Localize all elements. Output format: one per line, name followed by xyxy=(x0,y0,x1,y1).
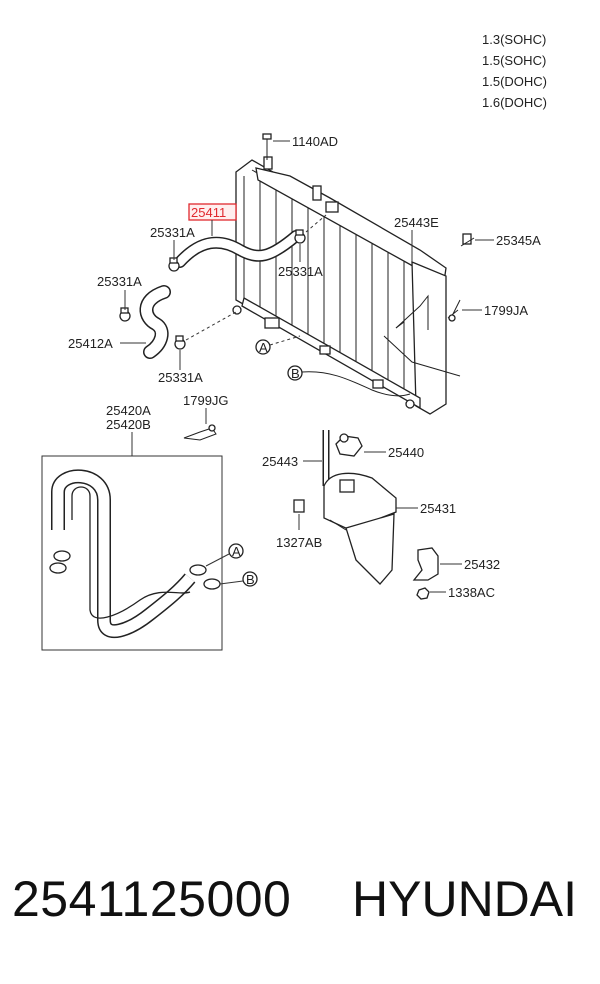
reservoir-tank-25431 xyxy=(323,472,397,585)
bracket-1799JA xyxy=(447,299,461,322)
label-25411: 25411 xyxy=(191,205,226,220)
marker-b-radiator xyxy=(287,365,303,381)
marker-a-hose xyxy=(228,543,244,559)
label-1799JG: 1799JG xyxy=(183,393,229,408)
label-25345A: 25345A xyxy=(496,233,541,248)
label-1338AC: 1338AC xyxy=(448,585,495,600)
heater-hose-25420 xyxy=(51,469,196,638)
label-25420B: 25420B xyxy=(106,417,151,432)
bolt-1140AD xyxy=(262,133,272,160)
label-25420A: 25420A xyxy=(106,403,151,418)
label-25443: 25443 xyxy=(262,454,298,469)
radiator-assembly xyxy=(232,156,447,415)
caption-bar: 2541125000 HYUNDAI xyxy=(0,870,600,950)
label-25432: 25432 xyxy=(464,557,500,572)
label-25331A-mid: 25331A xyxy=(278,264,323,279)
marker-b-hose xyxy=(242,571,258,587)
label-25331A-top: 25331A xyxy=(150,225,195,240)
cap-25440 xyxy=(335,433,363,457)
label-1140AD: 1140AD xyxy=(292,134,338,149)
label-25431: 25431 xyxy=(420,501,456,516)
engine-variant-4: 1.6(DOHC) xyxy=(482,95,547,110)
label-25331A-left: 25331A xyxy=(97,274,142,289)
nut-1327AB xyxy=(293,499,305,513)
label-25412A: 25412A xyxy=(68,336,113,351)
marker-b-radiator-label: B xyxy=(291,366,300,381)
clamp-25331A-low xyxy=(174,335,186,350)
engine-variant-1: 1.3(SOHC) xyxy=(482,32,546,47)
clip-25345A xyxy=(460,233,475,247)
lower-hose-25412A xyxy=(139,285,171,359)
clamp-25331A-left xyxy=(119,307,131,322)
engine-variant-list: 1.3(SOHC) 1.5(SOHC) 1.5(DOHC) 1.6(DOHC) xyxy=(482,32,547,110)
radiator-parts-diagram: 1.3(SOHC) 1.5(SOHC) 1.5(DOHC) 1.6(DOHC) xyxy=(41,32,547,651)
hose-clamp-right xyxy=(189,564,221,590)
bracket-25432 xyxy=(412,547,439,581)
heater-hose-box xyxy=(41,455,223,651)
label-25443E: 25443E xyxy=(394,215,439,230)
label-25440: 25440 xyxy=(388,445,424,460)
marker-b-hose-label: B xyxy=(246,572,255,587)
clamp-25331A-mid xyxy=(294,229,306,244)
hose-clamp-left xyxy=(49,550,71,574)
marker-a-radiator xyxy=(255,339,271,355)
bolt-1338AC xyxy=(416,587,430,600)
marker-a-radiator-label: A xyxy=(259,340,268,355)
label-1327AB: 1327AB xyxy=(276,535,322,550)
label-1799JA: 1799JA xyxy=(484,303,528,318)
brand-name: HYUNDAI xyxy=(352,871,578,927)
marker-a-hose-label: A xyxy=(232,544,241,559)
part-number: 2541125000 xyxy=(12,871,292,927)
bracket-1799JG xyxy=(183,424,217,441)
engine-variant-3: 1.5(DOHC) xyxy=(482,74,547,89)
engine-variant-2: 1.5(SOHC) xyxy=(482,53,546,68)
label-25331A-low: 25331A xyxy=(158,370,203,385)
